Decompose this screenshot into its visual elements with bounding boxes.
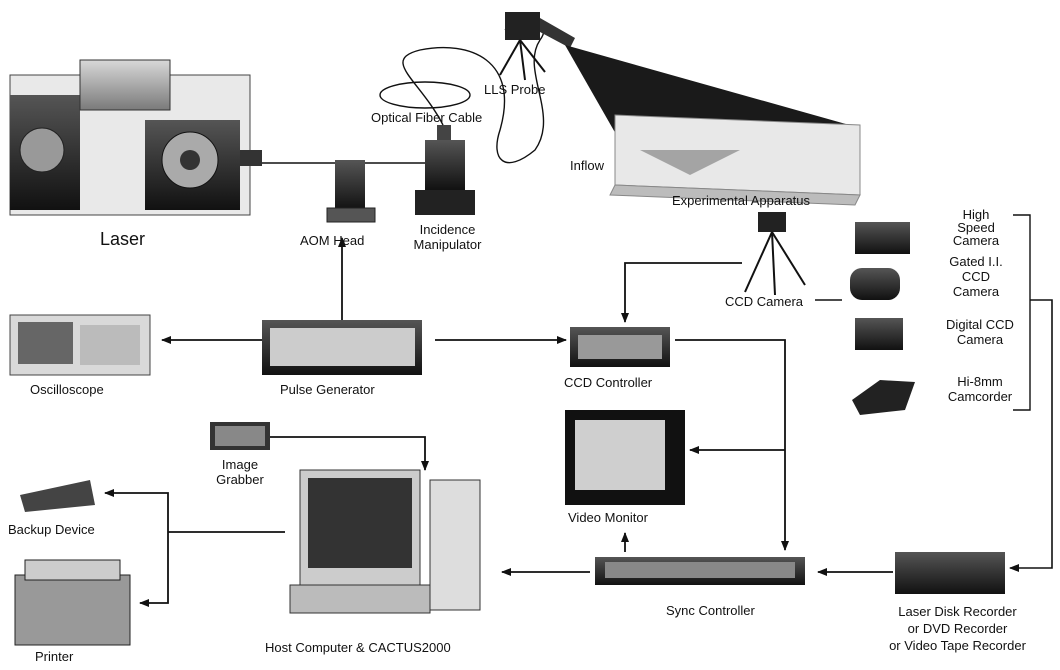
recorder-line-3: or Video Tape Recorder xyxy=(860,637,1055,654)
oscilloscope-device xyxy=(10,315,150,375)
experimental-apparatus-device xyxy=(610,115,860,205)
arrow-grabber-to-computer xyxy=(270,437,425,470)
backup-device-label: Backup Device xyxy=(8,522,95,537)
image-grabber-label: Image Grabber xyxy=(210,457,270,487)
recorder-label: Laser Disk Recorder or DVD Recorder or V… xyxy=(860,603,1055,654)
fiber-coil xyxy=(380,82,470,108)
gated-ccd-camera-line-2: CCD xyxy=(940,269,1012,284)
optical-fiber-cable-label: Optical Fiber Cable xyxy=(371,110,482,125)
ccd-camera-device xyxy=(745,212,805,295)
arrow-computer-to-backup xyxy=(105,493,168,532)
high-speed-camera-label: High Speed Camera xyxy=(940,208,1012,247)
gated-ccd-camera-label: Gated I.I. CCD Camera xyxy=(940,254,1012,299)
recorder-device xyxy=(895,552,1005,594)
recorder-or-2: or xyxy=(889,638,901,653)
hi8mm-camcorder-label: Hi-8mm Camcorder xyxy=(940,374,1020,404)
printer-label: Printer xyxy=(35,649,73,664)
arrow-computer-to-printer xyxy=(140,532,168,603)
pulse-generator-device xyxy=(262,320,422,375)
recorder-option-vtr: Video Tape Recorder xyxy=(904,638,1026,653)
hi8mm-camcorder-line-2: Camcorder xyxy=(940,389,1020,404)
lls-probe-label: LLS Probe xyxy=(484,82,545,97)
digital-ccd-camera-label: Digital CCD Camera xyxy=(940,317,1020,347)
arrow-ccd-controller-to-sync xyxy=(675,340,785,550)
image-grabber-line-1: Image xyxy=(210,457,270,472)
camera-options-images xyxy=(850,222,915,415)
laser-label: Laser xyxy=(100,229,145,250)
digital-ccd-camera-line-1: Digital CCD xyxy=(940,317,1020,332)
recorder-line-1: Laser Disk Recorder xyxy=(860,603,1055,620)
recorder-or-1: or xyxy=(908,621,920,636)
video-monitor-label: Video Monitor xyxy=(568,510,648,525)
printer-device xyxy=(15,560,130,645)
image-grabber-device xyxy=(210,422,270,450)
sync-controller-device xyxy=(595,557,805,585)
aom-head-label: AOM Head xyxy=(300,233,364,248)
image-grabber-line-2: Grabber xyxy=(210,472,270,487)
hi8mm-camcorder-line-1: Hi-8mm xyxy=(940,374,1020,389)
high-speed-camera-line-3: Camera xyxy=(940,234,1012,247)
video-monitor-device xyxy=(565,410,685,505)
experimental-apparatus-label: Experimental Apparatus xyxy=(672,193,810,208)
aom-head-device xyxy=(327,160,375,222)
host-computer-label: Host Computer & CACTUS2000 xyxy=(265,640,451,655)
gated-ccd-camera-line-3: Camera xyxy=(940,284,1012,299)
oscilloscope-label: Oscilloscope xyxy=(30,382,104,397)
host-computer-device xyxy=(290,470,480,613)
ccd-camera-label: CCD Camera xyxy=(725,294,803,309)
arrow-camera-to-ccd-controller xyxy=(625,263,742,322)
backup-device-image xyxy=(20,480,95,512)
inflow-label: Inflow xyxy=(570,158,604,173)
pulse-generator-label: Pulse Generator xyxy=(280,382,375,397)
ccd-controller-label: CCD Controller xyxy=(564,375,652,390)
sync-controller-label: Sync Controller xyxy=(666,603,755,618)
ccd-controller-device xyxy=(570,327,670,367)
incidence-manipulator-device xyxy=(415,125,475,215)
incidence-manipulator-line-1: Incidence xyxy=(405,222,490,237)
laser-device xyxy=(10,60,262,215)
incidence-manipulator-line-2: Manipulator xyxy=(405,237,490,252)
gated-ccd-camera-line-1: Gated I.I. xyxy=(940,254,1012,269)
incidence-manipulator-label: Incidence Manipulator xyxy=(405,222,490,252)
recorder-option-dvd: DVD Recorder xyxy=(923,621,1008,636)
recorder-line-2: or DVD Recorder xyxy=(860,620,1055,637)
digital-ccd-camera-line-2: Camera xyxy=(940,332,1020,347)
